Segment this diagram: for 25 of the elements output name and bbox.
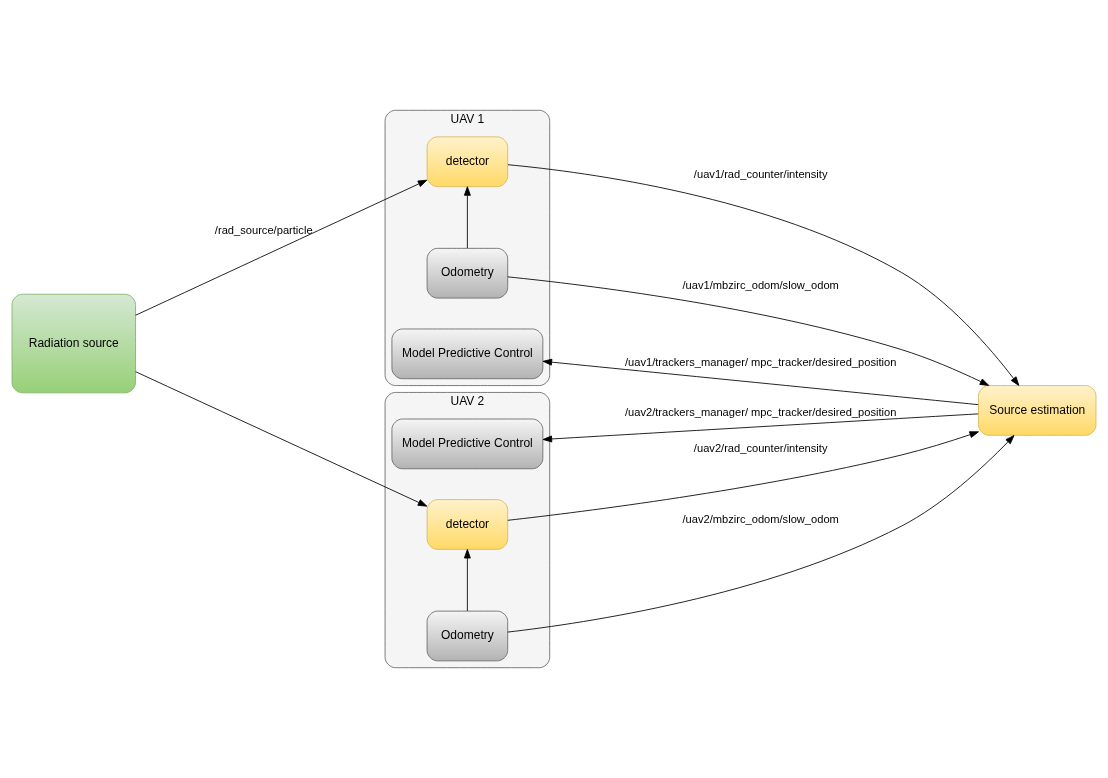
arrow [542, 358, 979, 406]
edge-label: /uav1/trackers_manager/ mpc_tracker/desired_position [624, 356, 897, 369]
node-box: detector [426, 136, 509, 188]
edge-label: /uav1/rad_counter/intensity [693, 167, 828, 180]
edge-label: /uav2/trackers_manager/ mpc_tracker/desired_position [624, 405, 897, 418]
arrow [507, 435, 1015, 633]
edge-label: /uav1/mbzirc_odom/slow_odom [682, 279, 839, 292]
edge-label: /rad_source/particle [214, 224, 313, 237]
edge-label: /uav2/rad_counter/intensity [693, 441, 828, 454]
node-box: Model Predictive Control [391, 328, 544, 380]
node-box: Radiation source [11, 293, 136, 394]
arrow [507, 164, 1020, 386]
node-box: Odometry [426, 610, 509, 662]
node-box: Odometry [426, 247, 509, 299]
node-box: detector [426, 499, 509, 550]
node-box: Model Predictive Control [391, 418, 544, 470]
arrow [135, 179, 428, 316]
arrow [463, 549, 471, 612]
arrow [542, 413, 979, 443]
arrow [463, 186, 471, 249]
arrow [135, 371, 428, 507]
node-box: Source estimation [978, 385, 1097, 436]
arrow [507, 431, 979, 521]
arrow [507, 276, 990, 386]
edge-label: /uav2/mbzirc_odom/slow_odom [682, 513, 839, 526]
